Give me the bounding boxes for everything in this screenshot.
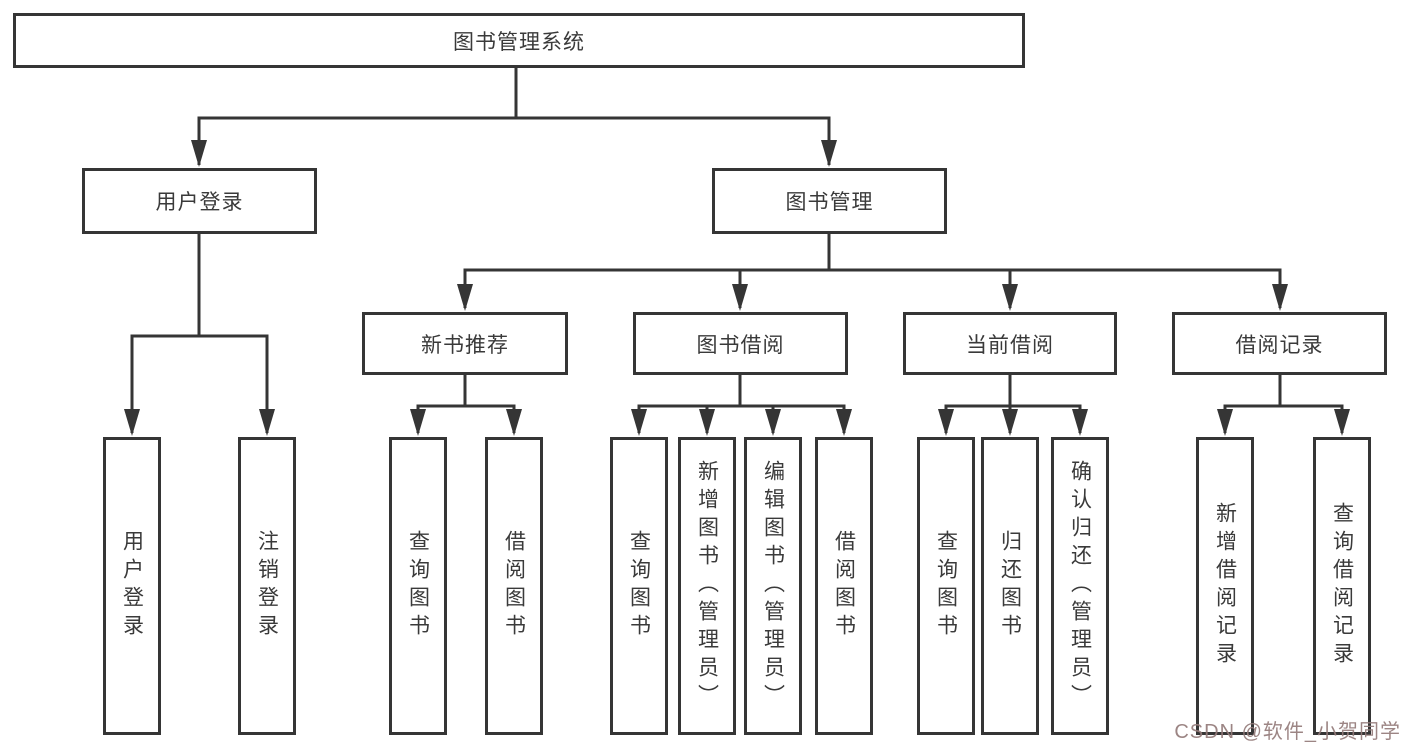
node-current-borrowing: 当前借阅 — [903, 312, 1117, 375]
node-label: 新书推荐 — [421, 333, 509, 357]
leaf-query-books-current: 查询图书 — [917, 437, 975, 735]
leaf-add-books-admin: 新增图书（管理员） — [678, 437, 736, 735]
leaf-borrow-books-recommend: 借阅图书 — [485, 437, 543, 735]
leaf-add-borrow-record: 新增借阅记录 — [1196, 437, 1254, 735]
node-new-book-recommend: 新书推荐 — [362, 312, 568, 375]
node-root-system: 图书管理系统 — [13, 13, 1025, 68]
node-label: 归还图书 — [998, 530, 1022, 642]
leaf-user-login: 用户登录 — [103, 437, 161, 735]
node-label: 当前借阅 — [966, 333, 1054, 357]
node-label: 用户登录 — [120, 530, 144, 642]
node-label: 查询借阅记录 — [1330, 502, 1354, 670]
leaf-borrow-books-borrowing: 借阅图书 — [815, 437, 873, 735]
node-label: 借阅图书 — [502, 530, 526, 642]
leaf-edit-books-admin: 编辑图书（管理员） — [744, 437, 802, 735]
arrowheads — [124, 140, 1350, 436]
leaf-query-borrow-record: 查询借阅记录 — [1313, 437, 1371, 735]
node-label: 新增图书（管理员） — [695, 460, 719, 712]
node-label: 查询图书 — [406, 530, 430, 642]
node-label: 图书管理系统 — [453, 30, 585, 54]
node-label: 借阅图书 — [832, 530, 856, 642]
leaf-query-books-borrowing: 查询图书 — [610, 437, 668, 735]
node-book-management: 图书管理 — [712, 168, 947, 234]
node-label: 图书管理 — [785, 191, 874, 214]
node-book-borrowing: 图书借阅 — [633, 312, 848, 375]
node-user-login: 用户登录 — [82, 168, 317, 234]
watermark: CSDN @软件_小贺同学 — [1174, 721, 1401, 743]
node-label: 查询图书 — [627, 530, 651, 642]
node-label: 新增借阅记录 — [1213, 502, 1237, 670]
leaf-return-books: 归还图书 — [981, 437, 1039, 735]
node-label: 图书借阅 — [696, 333, 785, 357]
node-borrowing-records: 借阅记录 — [1172, 312, 1387, 375]
leaf-query-books-recommend: 查询图书 — [389, 437, 447, 735]
node-label: 借阅记录 — [1235, 333, 1324, 357]
node-label: 编辑图书（管理员） — [761, 460, 785, 712]
leaf-confirm-return-admin: 确认归还（管理员） — [1051, 437, 1109, 735]
node-label: 注销登录 — [255, 530, 279, 642]
node-label: 查询图书 — [934, 530, 958, 642]
node-label: 确认归还（管理员） — [1068, 460, 1092, 712]
leaf-logout-login: 注销登录 — [238, 437, 296, 735]
node-label: 用户登录 — [155, 191, 244, 214]
